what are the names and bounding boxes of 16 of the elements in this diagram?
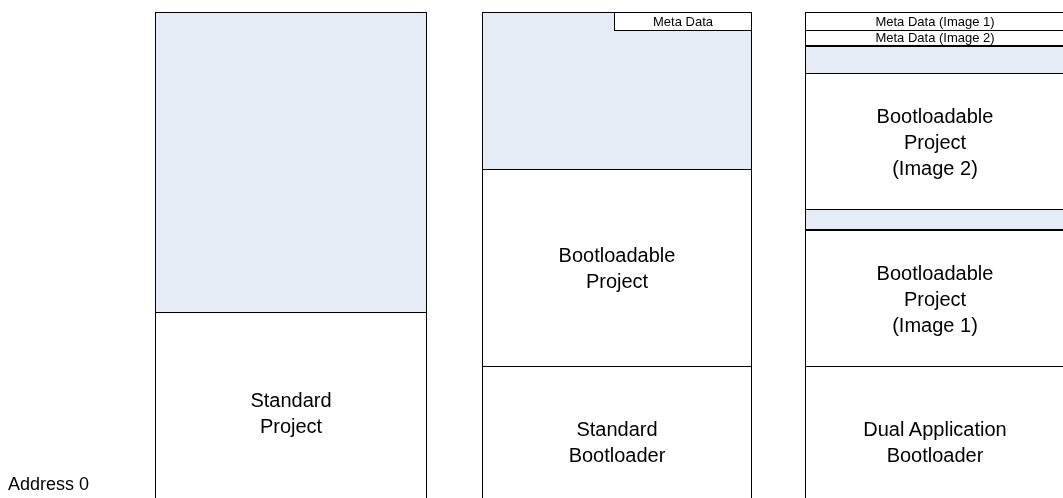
region-label: Bootloadable Project (Image 1): [875, 260, 995, 338]
metadata-region: Meta Data: [614, 12, 752, 31]
free-memory-region: [483, 13, 751, 169]
metadata-region: Meta Data (Image 2): [805, 30, 1063, 46]
region-label: Standard Project: [249, 387, 333, 439]
free-memory-region: [806, 46, 1063, 73]
address-label: Address 0: [8, 474, 90, 495]
region-label: Bootloadable Project (Image 2): [875, 103, 995, 181]
memory-column: [155, 12, 427, 498]
free-memory-region: [806, 209, 1063, 230]
region-label: Standard Bootloader: [567, 416, 667, 468]
region-label: Dual Application Bootloader: [862, 416, 1008, 468]
region-label: Bootloadable Project: [557, 243, 677, 294]
memory-column: [805, 12, 1063, 498]
memory-column: [482, 12, 752, 498]
free-memory-region: [156, 13, 426, 312]
